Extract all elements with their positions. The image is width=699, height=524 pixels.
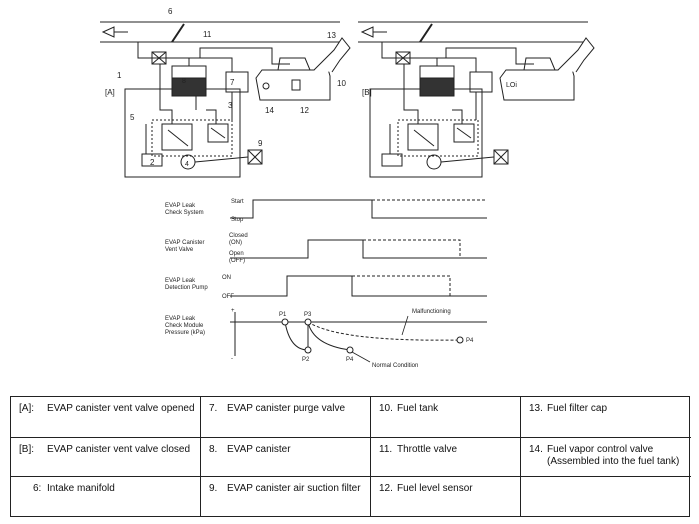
label-two: 2 [150,158,155,167]
legend-text: EVAP canister [227,444,291,455]
label-cap: 13 [327,31,336,40]
closed-label-2: (ON) [229,240,242,246]
pressure-label-1: EVAP Leak [165,316,196,322]
stop-label: Stop [231,217,244,223]
legend-key: 10. [379,403,393,414]
legend-cell: 14. Fuel vapor control valve (Assembled i… [521,438,691,477]
label-nine: 9 [258,139,263,148]
legend-key: 11. [379,444,393,455]
start-label: Start [231,199,244,205]
pump-label-1: EVAP Leak [165,278,196,284]
p1-label: P1 [279,312,287,318]
legend-key: 14. [529,444,543,455]
diagram-b: LOi [358,21,595,178]
p4-normal-label: P4 [346,357,354,363]
legend-text: Fuel vapor control valve (Assembled into… [547,444,680,467]
normal-condition-label: Normal Condition [372,363,418,369]
legend-key: 6: [33,483,42,494]
system-label-1: EVAP Leak [165,203,196,209]
diagram-a [100,21,351,178]
on-label: ON [222,275,231,281]
legend-text: Fuel tank [397,403,439,414]
label-a: [A] [105,88,115,97]
evap-system-diagram: LOi 6 11 13 8 7 10 12 14 1 [A] [B] 5 2 3 [100,7,595,369]
label-one: 1 [117,71,122,80]
label-purge-valve: 7 [230,78,235,87]
legend-text: EVAP canister vent valve closed [47,444,191,455]
legend-text: Intake manifold [47,483,115,494]
timing-leaders [351,315,409,363]
legend-text: Fuel filter cap [547,403,608,414]
pressure-label-3: Pressure (kPa) [165,330,205,336]
legend-key: [B]: [19,444,35,455]
legend-text: EVAP canister vent valve opened [47,403,195,414]
timing-chart [230,199,487,356]
vent-label-2: Vent Valve [165,247,194,253]
legend-key: 7. [209,403,218,414]
legend-key: 13. [529,403,543,414]
pump-label-2: Detection Pump [165,285,208,291]
p3-label: P3 [304,312,312,318]
label-three: 3 [228,101,233,110]
label-five: 5 [130,113,135,122]
legend-key: 8. [209,444,218,455]
legend-cell: [A]: EVAP canister vent valve opened [11,397,201,438]
label-fuel-tank: 10 [337,79,346,88]
p4-malf-label: P4 [466,338,474,344]
legend-key: [A]: [19,403,35,414]
legend-text: Throttle valve [397,444,458,455]
label-control-valve: 14 [265,106,274,115]
open-label-2: (OFF) [229,258,245,264]
vent-label-1: EVAP Canister [165,240,204,246]
pressure-label-2: Check Module [165,323,204,329]
legend-text: EVAP canister purge valve [227,403,346,414]
system-label-2: Check System [165,210,204,216]
legend-cell: [B]: EVAP canister vent valve closed [11,438,201,477]
legend-cell [521,477,691,517]
legend-key: 12. [379,483,393,494]
label-four: 4 [185,161,189,168]
svg-text:LOi: LOi [506,82,517,89]
legend-text: Fuel level sensor [397,483,473,494]
legend-cell: 9. EVAP canister air suction filter [201,477,371,517]
minus-label: - [231,356,233,362]
label-b: [B] [362,88,372,97]
legend-key: 9. [209,483,218,494]
open-label-1: Open [229,251,244,257]
plus-label: + [231,308,235,314]
label-canister: 8 [182,78,186,85]
legend-cell: 13. Fuel filter cap [521,397,691,438]
legend-cell: 12. Fuel level sensor [371,477,521,517]
label-throttle: 11 [203,30,212,39]
label-intake-manifold: 6 [168,7,173,16]
legend-cell: 8. EVAP canister [201,438,371,477]
malfunctioning-label: Malfunctioning [412,309,451,315]
label-level-sensor: 12 [300,106,309,115]
legend-cell: 6: Intake manifold [11,477,201,517]
p2-label: P2 [302,357,310,363]
closed-label-1: Closed [229,233,248,239]
legend-cell: 10. Fuel tank [371,397,521,438]
legend-table: [A]: EVAP canister vent valve opened 7. EVA… [10,396,691,517]
diagram-callouts: 6 11 13 8 7 10 12 14 1 [A] [B] 5 2 3 4 9 [105,7,372,168]
timing-labels: EVAP Leak Check System EVAP Canister Ven… [165,199,474,369]
off-label: OFF [222,294,234,300]
legend-cell: 7. EVAP canister purge valve [201,397,371,438]
legend-cell: 11. Throttle valve [371,438,521,477]
legend-text: EVAP canister air suction filter [227,483,361,494]
